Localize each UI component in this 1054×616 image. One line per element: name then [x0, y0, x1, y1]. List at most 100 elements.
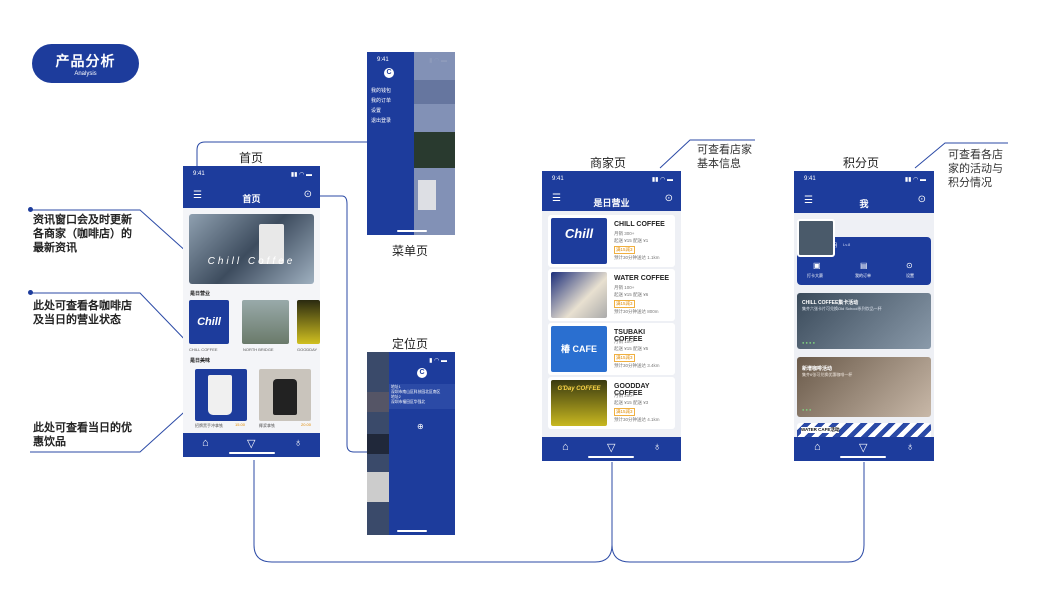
shop-name: NORTH BRIDGE: [243, 347, 274, 352]
points-navbar: 9:41 ▮▮ ◠ ▬ ☰ 我 ⊙: [794, 171, 934, 213]
menu-item-orders[interactable]: 我的订单: [371, 98, 392, 104]
connector-home-location: [320, 195, 367, 453]
shop-image: G'Day COFFEE: [551, 380, 607, 426]
award-tab-icon[interactable]: ♁: [653, 441, 662, 453]
award-tab-icon[interactable]: ♁: [906, 441, 915, 453]
home-indicator: [588, 456, 634, 458]
points-annotation: 可查看各店 家的活动与 积分情况: [948, 148, 1003, 190]
location-pin-icon[interactable]: ⊙: [917, 194, 926, 205]
cup-tab-icon[interactable]: ▽: [859, 442, 868, 454]
dimmed-page[interactable]: [414, 52, 455, 235]
connector-merchant-note: [659, 139, 755, 169]
shop-name: WATER COFFEE: [614, 275, 670, 282]
connector-home-menu: [196, 141, 367, 166]
label-home: 首页: [239, 151, 264, 165]
address-item[interactable]: 深圳市福田区华强北: [391, 400, 426, 404]
shop-name: CHILL COFFEE: [614, 221, 665, 228]
points-screen: 9:41 ▮▮ ◠ ▬ ☰ 我 ⊙ 小明 Lv.8 ▣ ▤ ⊙ 打卡大赛 我的订…: [794, 171, 934, 461]
address-title: 地址2: [391, 395, 401, 399]
shop-thumb-goodday[interactable]: [297, 300, 320, 344]
label-merchant: 商家页: [590, 156, 627, 170]
cup-tab-icon[interactable]: ▽: [247, 438, 256, 450]
coffee-cup-image: [259, 224, 284, 264]
activity-card[interactable]: 新增咖啡活动 集齐6张可兑换优惠咖啡一杯 ● ● ●: [797, 357, 931, 417]
news-banner[interactable]: Chill Coffee: [189, 214, 314, 284]
activity-title: CHILL COFFEE集卡活动: [802, 300, 859, 306]
merchant-note-line: 可查看店家: [697, 144, 752, 156]
status-time: 9:41: [377, 57, 389, 63]
shop-name: TSUBAKI COFFEE: [614, 329, 646, 343]
status-icons: ▮▮ ◠ ▬: [651, 177, 673, 183]
dimmed-page[interactable]: [367, 352, 389, 535]
home-tabbar: ⌂ ▽ ♁: [183, 433, 320, 457]
menu-item-logout[interactable]: 退出登录: [371, 118, 392, 124]
shop-card[interactable]: WATER COFFEE 月销 100+ 起送 ¥15 配送 ¥6 满15减3 …: [548, 269, 675, 321]
badge-title: 产品分析: [55, 53, 116, 69]
label-location: 定位页: [392, 337, 429, 351]
note-shop-status: 此处可查看各咖啡店 及当日的营业状态: [33, 299, 132, 327]
shop-thumb-northbridge[interactable]: [242, 300, 289, 344]
drink-price: 20.00: [301, 422, 312, 427]
home-tab-icon[interactable]: ⌂: [814, 441, 821, 453]
location-pin-icon[interactable]: ⊙: [303, 189, 312, 200]
award-tab-icon[interactable]: ♁: [294, 437, 303, 449]
shop-image: 椿 CAFE: [551, 326, 607, 372]
note-line: 此处可查看当日的优: [33, 422, 132, 434]
menu-icon[interactable]: ☰: [193, 190, 202, 201]
activity-text: 集齐六张卡片可兑换Old School系列饮品一杯: [802, 306, 882, 311]
order-icon[interactable]: ▤: [860, 261, 868, 270]
menu-item-settings[interactable]: 设置: [371, 108, 382, 114]
home-tab-icon[interactable]: ⌂: [202, 437, 209, 449]
address-list: 地址1 深圳市南山区科技园北区南区 地址2 深圳市福田区华强北: [389, 384, 455, 409]
shop-eta: 预计30分钟送达 4.1km: [614, 417, 660, 422]
home-tab-icon[interactable]: ⌂: [562, 441, 569, 453]
analysis-badge: 产品分析 Analysis: [32, 44, 139, 83]
location-pin-icon[interactable]: ⊙: [664, 193, 673, 204]
shop-card[interactable]: Chill CHILL COFFEE 月销 300+ 起送 ¥15 配送 ¥1 …: [548, 215, 675, 267]
shop-delivery: 起送 ¥15 配送 ¥6: [614, 292, 649, 297]
menu-item-wallet[interactable]: 我的钱包: [371, 88, 392, 94]
drink-image-2[interactable]: [259, 369, 311, 421]
shop-sales: 月销 100+: [614, 285, 635, 290]
app-logo: C: [384, 68, 394, 78]
note-dot: [28, 207, 33, 212]
avatar[interactable]: [797, 219, 835, 257]
connector-note-3: [30, 404, 193, 453]
menu-icon[interactable]: ☰: [804, 195, 813, 206]
section-open-today: 是日营业: [190, 291, 211, 297]
shop-eta: 预计30分钟送达 3.4km: [614, 363, 660, 368]
location-screen: ▮ ◠ ▬ C 地址1 深圳市南山区科技园北区南区 地址2 深圳市福田区华强北 …: [367, 352, 455, 535]
shop-card[interactable]: G'Day COFFEE GOODDAY COFFEE 月销 200+ 起送 ¥…: [548, 377, 675, 429]
points-note-line: 家的活动与: [948, 163, 1003, 175]
activity-card[interactable]: CHILL COFFEE集卡活动 集齐六张卡片可兑换Old School系列饮品…: [797, 293, 931, 349]
shop-promo-badge: 满15减3: [614, 354, 635, 362]
note-line: 此处可查看各咖啡店: [33, 300, 132, 312]
address-item[interactable]: 深圳市南山区科技园北区南区: [391, 390, 441, 394]
shop-name: GOODDAY: [297, 347, 318, 352]
label-points: 积分页: [843, 156, 880, 170]
status-time: 9:41: [552, 176, 564, 182]
drink-name: 招牌黑手冲拿铁: [195, 423, 223, 428]
action-label: 我的订单: [855, 273, 871, 278]
connector-home-merchant: [253, 460, 613, 563]
menu-icon[interactable]: ☰: [552, 193, 561, 204]
status-icons: ▮ ◠ ▬: [429, 358, 447, 364]
shop-image: [551, 272, 607, 318]
drink-image-1[interactable]: [195, 369, 247, 421]
settings-icon[interactable]: ⊙: [906, 261, 913, 270]
points-title: 我: [859, 199, 869, 209]
status-time: 9:41: [804, 176, 816, 182]
cup-tab-icon[interactable]: ▽: [607, 442, 616, 454]
note-news-window: 资讯窗口会及时更新 各商家（咖啡店）的 最新资讯: [33, 213, 132, 255]
shop-thumb-chill[interactable]: Chill: [189, 300, 229, 344]
label-menu: 菜单页: [392, 244, 429, 258]
note-line: 最新资讯: [33, 242, 77, 254]
add-location-icon[interactable]: ⊕: [417, 422, 424, 431]
activity-title: WATER CAFE活动: [801, 427, 840, 433]
drink-price: 15.00: [235, 422, 246, 427]
address-title: 地址1: [391, 385, 401, 389]
calendar-icon[interactable]: ▣: [813, 261, 821, 270]
shop-card[interactable]: 椿 CAFE TSUBAKI COFFEE 月销 100+ 起送 ¥15 配送 …: [548, 323, 675, 375]
user-level: Lv.8: [843, 242, 851, 247]
shop-promo-badge: 满15减3: [614, 246, 635, 254]
